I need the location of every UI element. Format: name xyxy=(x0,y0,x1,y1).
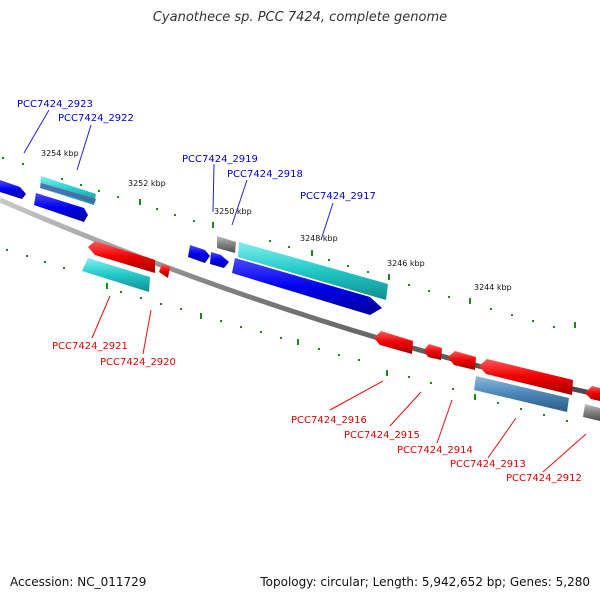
scale-label: 3254 kbp xyxy=(41,149,79,158)
gene-label-2916[interactable]: PCC7424_2916 xyxy=(291,415,367,426)
gene-arrow[interactable] xyxy=(448,351,476,370)
reverse-genes xyxy=(82,241,600,421)
gene-label-2918[interactable]: PCC7424_2918 xyxy=(227,169,303,180)
accession-text: Accession: NC_011729 xyxy=(10,575,147,589)
gene-label-2921[interactable]: PCC7424_2921 xyxy=(52,341,128,352)
gene-label-2920[interactable]: PCC7424_2920 xyxy=(100,357,176,368)
map-title: Cyanothece sp. PCC 7424, complete genome xyxy=(152,10,448,25)
gene-arrow[interactable] xyxy=(374,331,413,354)
forward-genes xyxy=(0,176,388,315)
inner-tick-ring xyxy=(6,249,568,422)
gene-arrow[interactable] xyxy=(424,344,442,360)
gene-arrow[interactable] xyxy=(474,376,569,412)
gene-arrow[interactable] xyxy=(210,252,229,268)
gene-arrow[interactable] xyxy=(88,241,155,273)
scale-label: 3252 kbp xyxy=(128,179,166,188)
gene-arrow[interactable] xyxy=(40,183,96,203)
gene-arrow[interactable] xyxy=(159,264,170,278)
forward-label-leaders xyxy=(23,109,334,241)
gene-label-2919[interactable]: PCC7424_2919 xyxy=(182,154,258,165)
gene-arrow[interactable] xyxy=(585,386,600,401)
scale-label: 3250 kbp xyxy=(214,207,252,216)
scale-label: 3246 kbp xyxy=(387,259,425,268)
outer-tick-ring xyxy=(2,157,576,328)
gene-label-2913[interactable]: PCC7424_2913 xyxy=(450,459,526,470)
gene-arrow[interactable] xyxy=(0,180,26,199)
gene-arrow[interactable] xyxy=(34,193,88,222)
reverse-label-leaders xyxy=(91,295,587,473)
gene-arrow[interactable] xyxy=(583,404,600,421)
gene-arrow[interactable] xyxy=(232,258,382,315)
forward-gene-labels: PCC7424_2923 PCC7424_2922 PCC7424_2919 P… xyxy=(17,99,376,202)
gene-label-2914[interactable]: PCC7424_2914 xyxy=(397,445,473,456)
gene-label-2922[interactable]: PCC7424_2922 xyxy=(58,113,134,124)
gene-arrow[interactable] xyxy=(82,258,150,292)
genome-summary-text: Topology: circular; Length: 5,942,652 bp… xyxy=(260,575,590,589)
gene-label-2923[interactable]: PCC7424_2923 xyxy=(17,99,93,110)
gene-label-2912[interactable]: PCC7424_2912 xyxy=(506,473,582,484)
reverse-gene-labels: PCC7424_2921 PCC7424_2920 PCC7424_2916 P… xyxy=(52,341,582,484)
scale-labels: 3254 kbp 3252 kbp 3250 kbp 3248 kbp 3246… xyxy=(41,149,512,292)
scale-label: 3244 kbp xyxy=(474,283,512,292)
gene-arrow[interactable] xyxy=(217,236,236,253)
scale-label: 3248 kbp xyxy=(300,234,338,243)
gene-label-2915[interactable]: PCC7424_2915 xyxy=(344,430,420,441)
gene-arrow[interactable] xyxy=(188,245,210,263)
gene-arrow[interactable] xyxy=(479,359,573,395)
gene-arrow[interactable] xyxy=(238,242,388,300)
gene-label-2917[interactable]: PCC7424_2917 xyxy=(300,191,376,202)
